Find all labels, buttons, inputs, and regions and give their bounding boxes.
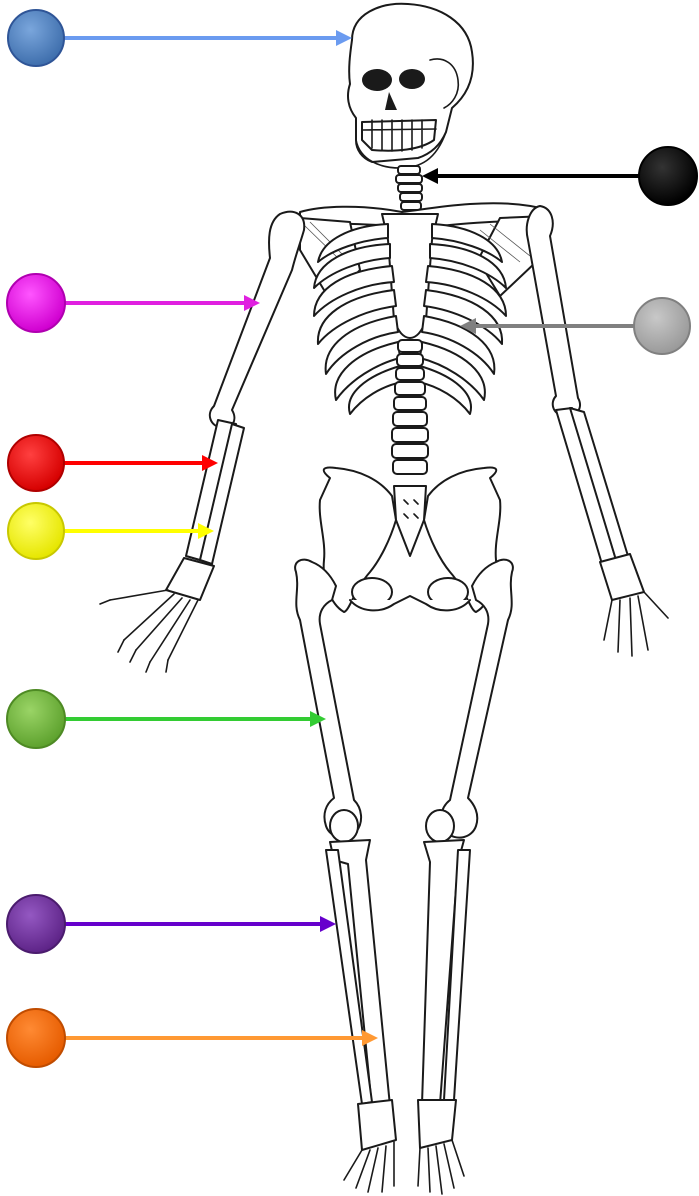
arrow-femur (64, 711, 326, 727)
right-kneecap (426, 810, 454, 842)
right-humerus (527, 206, 580, 416)
spine (392, 340, 428, 474)
marker-humerus[interactable] (7, 274, 65, 332)
marker-femur[interactable] (7, 690, 65, 748)
arrow-radius (64, 455, 218, 471)
marker-fibula[interactable] (7, 1009, 65, 1067)
marker-ribs[interactable] (634, 298, 690, 354)
skull (348, 4, 473, 168)
left-foot (344, 1100, 396, 1192)
marker-ulna[interactable] (8, 503, 64, 559)
arrow-humerus (64, 295, 260, 311)
left-humerus (210, 212, 304, 429)
arrow-skull (64, 30, 352, 46)
right-forearm (556, 408, 628, 564)
marker-skull[interactable] (8, 10, 64, 66)
marker-tibia[interactable] (7, 895, 65, 953)
left-kneecap (330, 810, 358, 842)
arrow-tibia (64, 916, 336, 932)
left-hand (100, 558, 214, 672)
marker-cervical-vertebrae[interactable] (639, 147, 697, 205)
arrow-fibula (64, 1030, 378, 1046)
marker-radius[interactable] (8, 435, 64, 491)
left-forearm (186, 420, 244, 564)
cervical-vertebrae (396, 166, 422, 210)
right-lower-leg (422, 840, 470, 1104)
left-lower-leg (326, 840, 390, 1108)
right-hand (600, 554, 668, 656)
arrow-cervical-vertebrae (422, 168, 640, 184)
right-foot (418, 1100, 464, 1194)
